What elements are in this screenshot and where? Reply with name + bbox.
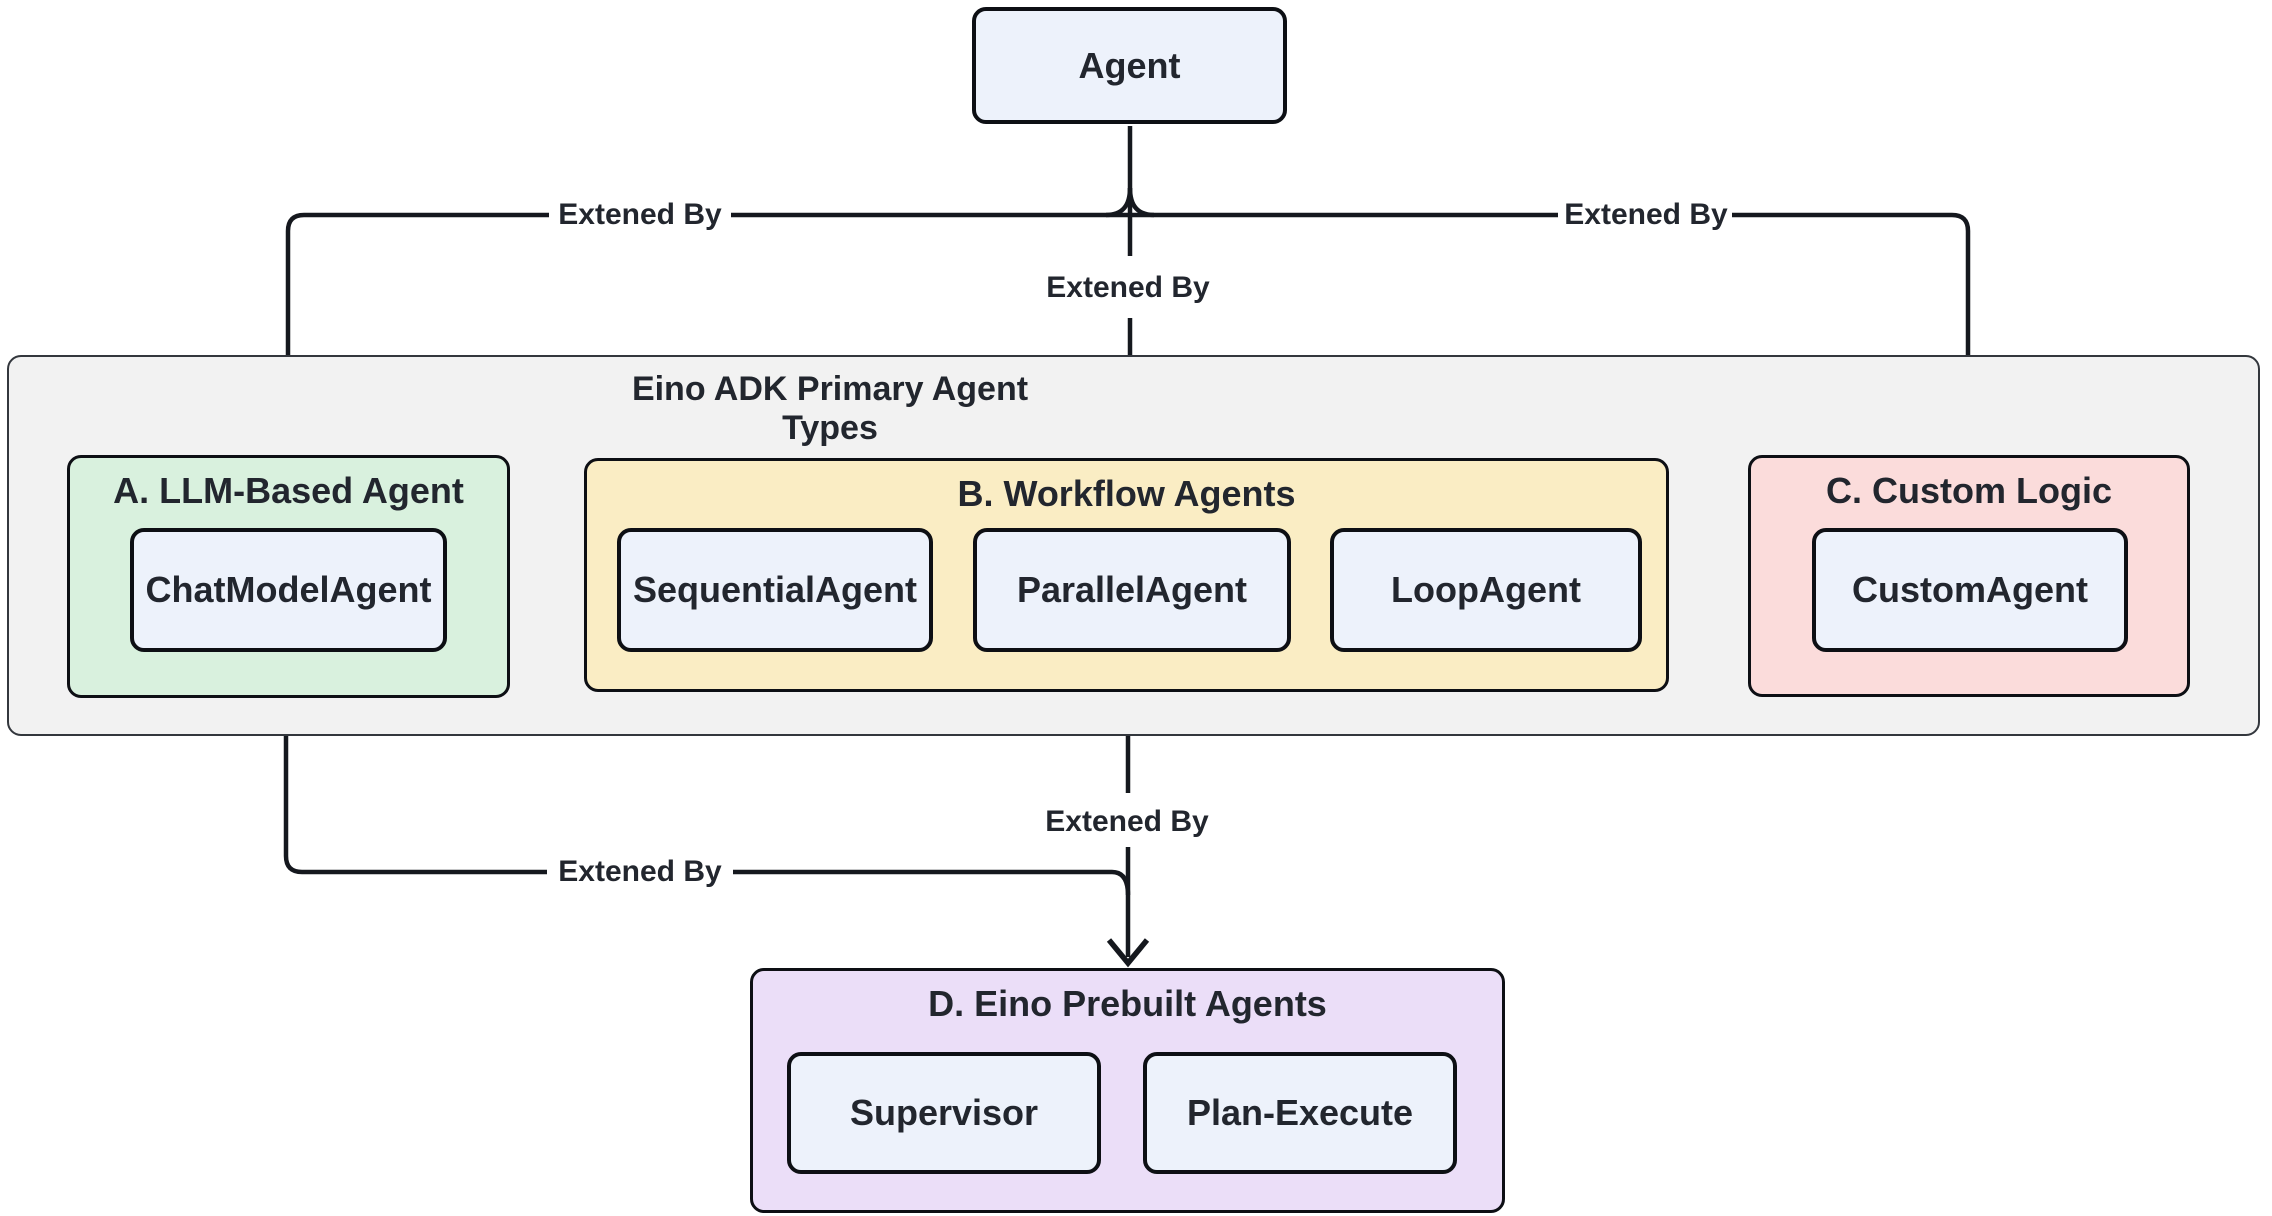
container-title: Eino ADK Primary Agent Types bbox=[631, 370, 1029, 447]
edge-label-extended-by-top-right: Extened By bbox=[1564, 198, 1728, 231]
node-plan-execute: Plan-Execute bbox=[1143, 1052, 1457, 1174]
node-supervisor: Supervisor bbox=[787, 1052, 1101, 1174]
edge-top-left-horizontal bbox=[285, 212, 549, 444]
edge-label-extended-by-bottom-middle: Extened By bbox=[1045, 805, 1209, 838]
node-parallelagent: ParallelAgent bbox=[973, 528, 1291, 652]
node-customagent: CustomAgent bbox=[1812, 528, 2128, 652]
edge-label-extended-by-bottom-left: Extened By bbox=[558, 855, 722, 888]
edge-junction-fillet-left bbox=[1105, 187, 1133, 218]
edge-junction-fillet-right bbox=[1127, 187, 1155, 218]
node-agent: Agent bbox=[972, 7, 1287, 124]
edge-label-extended-by-top-middle: Extened By bbox=[1046, 271, 1210, 304]
arrowhead-into-d bbox=[1106, 938, 1150, 968]
edge-a-down-and-right bbox=[283, 698, 547, 875]
edge-a-join-vertical bbox=[733, 869, 1131, 896]
node-sequentialagent: SequentialAgent bbox=[617, 528, 933, 652]
group-c-title: C. Custom Logic bbox=[1826, 470, 2112, 511]
edge-top-right-horizontal bbox=[1732, 212, 1971, 444]
node-chatmodelagent: ChatModelAgent bbox=[130, 528, 447, 652]
group-d-title: D. Eino Prebuilt Agents bbox=[928, 983, 1327, 1024]
group-b-title: B. Workflow Agents bbox=[957, 473, 1296, 514]
node-loopagent: LoopAgent bbox=[1330, 528, 1642, 652]
group-a-title: A. LLM-Based Agent bbox=[113, 470, 464, 511]
edge-label-extended-by-top-left: Extened By bbox=[558, 198, 722, 231]
